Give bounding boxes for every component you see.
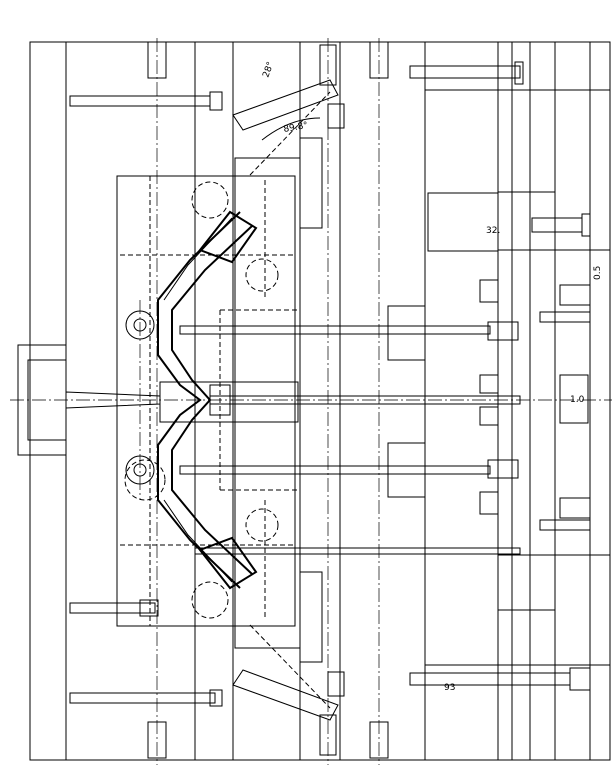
ejector-pins [179, 305, 521, 555]
annotation-32: 32. [486, 226, 500, 236]
annotation-28-deg: 28° [261, 61, 276, 79]
sprue-bushing [17, 344, 161, 456]
molded-part-profile [157, 210, 258, 590]
hidden-lines [120, 176, 300, 626]
leader-pins: 32. 93 [409, 61, 591, 693]
vertical-center-lines [139, 38, 380, 765]
angled-lifters: 28° 89.8° [232, 61, 339, 721]
annotation-89-8: 89.8° [283, 121, 309, 135]
annotation-05: 0.5 [593, 266, 603, 280]
annotation-10: 1.0 [570, 395, 585, 405]
ejector-plate-fixings: 1.0 0.5 [479, 266, 603, 531]
annotation-93: 93 [444, 683, 455, 693]
